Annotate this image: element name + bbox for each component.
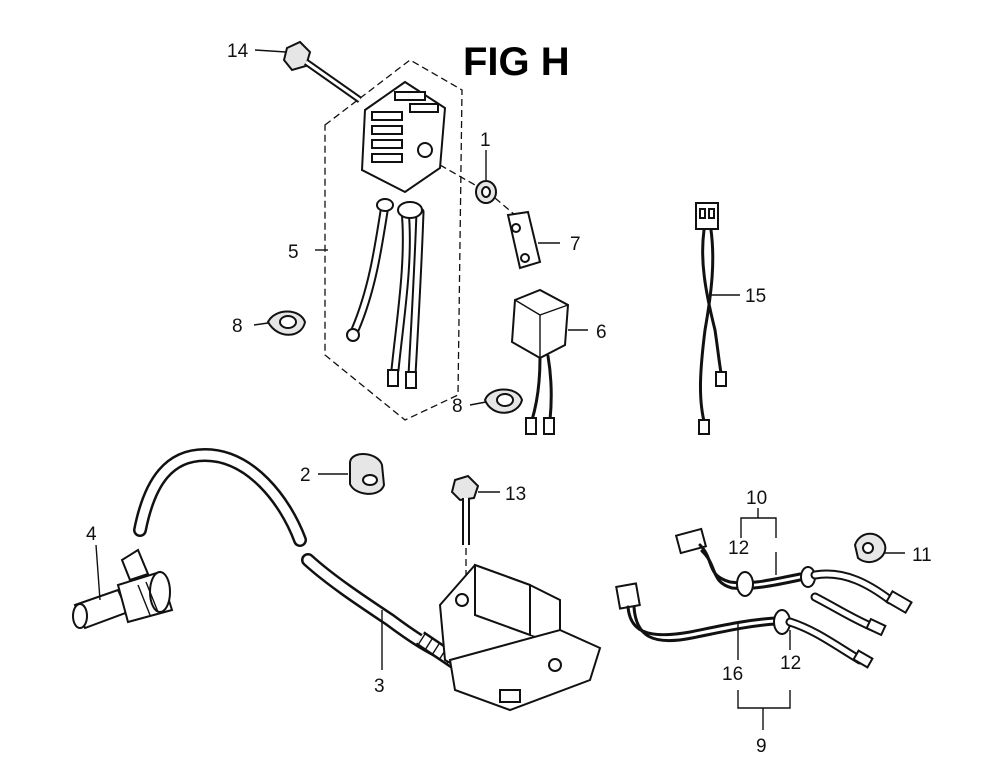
callout-11: 11 bbox=[912, 545, 932, 566]
grommet-part-8a bbox=[266, 310, 307, 336]
callout-7: 7 bbox=[570, 234, 581, 255]
leader-dash bbox=[439, 164, 476, 186]
callout-1: 1 bbox=[480, 130, 491, 151]
module-part-6 bbox=[510, 288, 570, 435]
bolt-part-14 bbox=[282, 40, 363, 103]
callout-12b: 12 bbox=[780, 653, 801, 674]
callout-10: 10 bbox=[746, 488, 767, 509]
callout-13: 13 bbox=[505, 484, 526, 505]
callout-6: 6 bbox=[596, 322, 607, 343]
bracket-part-7 bbox=[506, 210, 542, 270]
clip-part-11 bbox=[853, 532, 887, 564]
harness-part-10 bbox=[674, 527, 913, 637]
grommet-part-2 bbox=[349, 453, 386, 495]
bracket-line-9 bbox=[737, 690, 791, 709]
callout-2: 2 bbox=[300, 465, 311, 486]
callout-12a: 12 bbox=[728, 538, 749, 559]
callout-8a: 8 bbox=[232, 316, 243, 337]
callout-16: 16 bbox=[722, 664, 743, 685]
callout-4: 4 bbox=[86, 524, 97, 545]
callout-3: 3 bbox=[374, 676, 385, 697]
callout-5: 5 bbox=[288, 242, 299, 263]
assembly-outline-5 bbox=[324, 59, 463, 421]
callout-14: 14 bbox=[227, 41, 249, 62]
sub-harness-part-15 bbox=[695, 202, 727, 435]
callout-9: 9 bbox=[756, 736, 767, 757]
collar-part-1 bbox=[475, 180, 497, 204]
leader-dash bbox=[494, 197, 516, 216]
callout-8b: 8 bbox=[452, 396, 463, 417]
callout-15: 15 bbox=[745, 286, 766, 307]
regulator-rectifier-part-5 bbox=[346, 80, 447, 389]
bolt-part-13 bbox=[450, 474, 480, 545]
ignition-coil-part-3 bbox=[133, 447, 602, 712]
figure-title: FIG H bbox=[463, 40, 570, 84]
grommet-part-8b bbox=[483, 388, 524, 414]
leader-lines bbox=[95, 49, 905, 670]
harness-part-16 bbox=[615, 582, 874, 669]
bracket-line-10 bbox=[740, 517, 777, 538]
plug-cap-part-4 bbox=[72, 548, 174, 630]
